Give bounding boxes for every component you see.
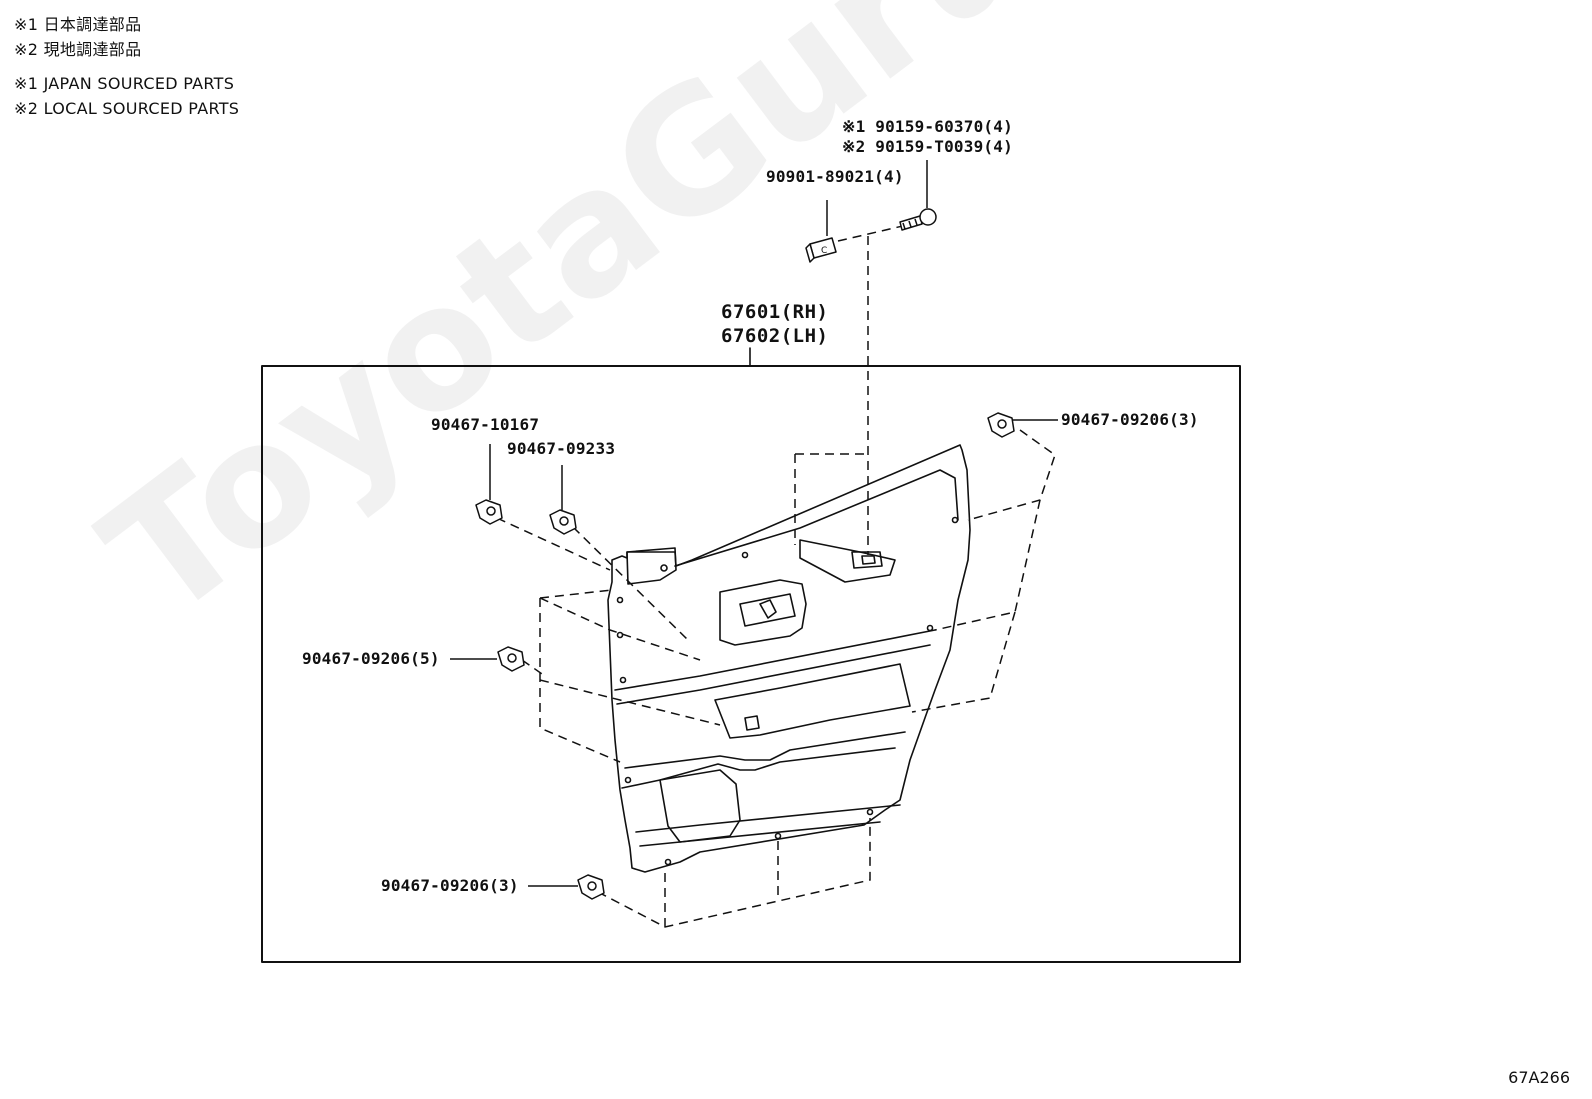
clip-nut-icon: C bbox=[805, 237, 837, 263]
diagram-code: 67A266 bbox=[1508, 1068, 1570, 1087]
note-local-sourced-en: ※2 LOCAL SOURCED PARTS bbox=[14, 99, 240, 118]
part-label-bolt-local[interactable]: ※2 90159-T0039(4) bbox=[842, 137, 1013, 156]
part-label-clip-left[interactable]: 90467-09206(5) bbox=[302, 649, 440, 668]
note-japan-sourced-en: ※1 JAPAN SOURCED PARTS bbox=[14, 74, 235, 93]
push-clip-icon-a bbox=[475, 499, 503, 525]
part-label-bolt-jp[interactable]: ※1 90159-60370(4) bbox=[842, 117, 1013, 136]
part-label-clip-a[interactable]: 90467-10167 bbox=[431, 415, 540, 434]
part-label-panel-lh[interactable]: 67602(LH) bbox=[721, 325, 829, 347]
armrest-band bbox=[614, 629, 936, 691]
inside-handle-bezel bbox=[719, 579, 807, 646]
assembly-frame bbox=[261, 365, 1241, 963]
push-clip-icon-bottom bbox=[577, 874, 605, 900]
mounting-tab bbox=[626, 547, 677, 585]
decor-panel bbox=[714, 663, 911, 739]
svg-text:C: C bbox=[821, 246, 827, 256]
part-label-nut[interactable]: 90901-89021(4) bbox=[766, 167, 904, 186]
note-local-sourced-jp: ※2 現地調達部品 bbox=[14, 40, 142, 59]
part-label-clip-right[interactable]: 90467-09206(3) bbox=[1061, 410, 1199, 429]
push-clip-icon-b bbox=[549, 509, 577, 535]
note-japan-sourced-jp: ※1 日本調達部品 bbox=[14, 15, 142, 34]
push-clip-icon-right bbox=[987, 412, 1015, 438]
panel-upper-edge bbox=[674, 469, 959, 567]
door-pocket bbox=[624, 731, 906, 769]
screw-icon bbox=[899, 208, 937, 231]
speaker-recess bbox=[659, 769, 741, 843]
push-clip-icon-left bbox=[497, 646, 525, 672]
part-label-clip-b[interactable]: 90467-09233 bbox=[507, 439, 616, 458]
part-label-clip-bottom[interactable]: 90467-09206(3) bbox=[381, 876, 519, 895]
part-label-panel-rh[interactable]: 67601(RH) bbox=[721, 301, 829, 323]
